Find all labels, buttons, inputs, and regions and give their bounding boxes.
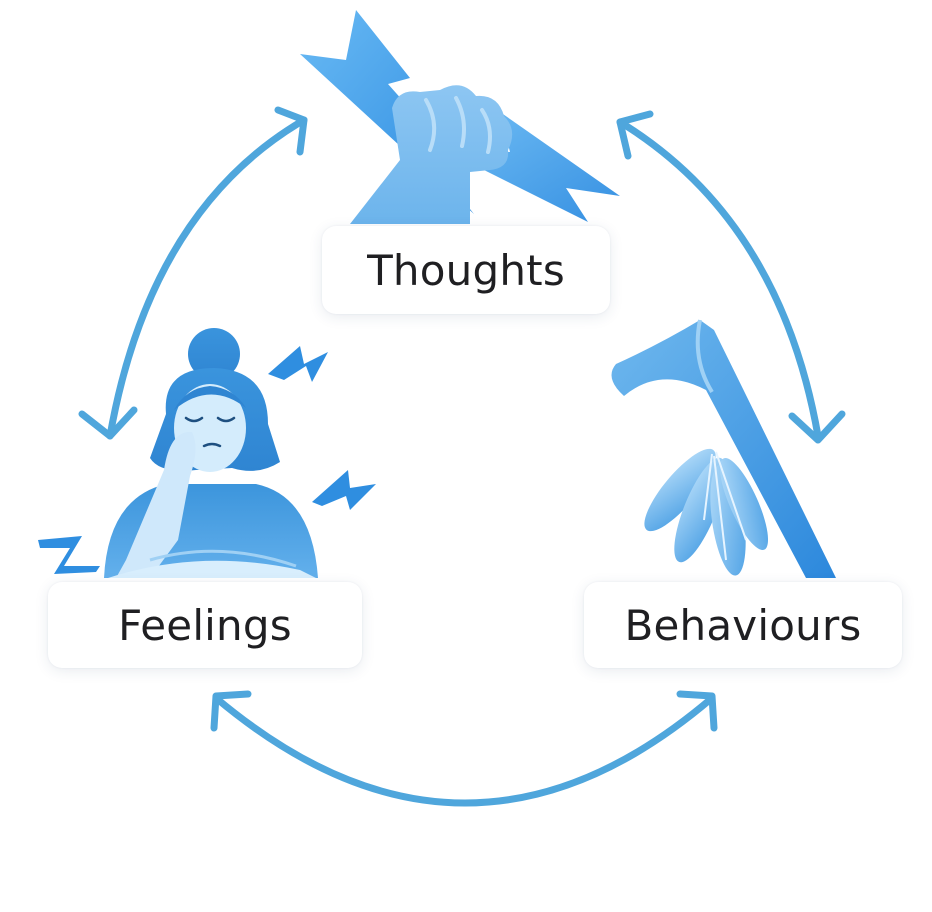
cycle-arrows [78, 106, 846, 807]
arrowhead-right-bottom [788, 410, 846, 444]
behaviours-label: Behaviours [624, 600, 862, 650]
arrow-feelings-behaviours [212, 694, 716, 807]
feelings-card: Feelings [48, 582, 362, 668]
behaviours-card: Behaviours [584, 582, 902, 668]
arrow-thoughts-behaviours [616, 118, 822, 440]
arrowhead-right-top [616, 110, 654, 160]
arrowhead-left-bottom [78, 406, 138, 440]
arrowhead-left-top [274, 106, 308, 156]
arrowhead-bottom-left [210, 690, 252, 732]
stressed-woman-icon [38, 328, 376, 578]
tomahawk-axe-icon [611, 319, 836, 578]
thoughts-card: Thoughts [322, 226, 610, 314]
thoughts-label: Thoughts [367, 245, 565, 295]
feelings-label: Feelings [118, 600, 292, 650]
fist-with-lightning-icon [300, 10, 620, 224]
arrow-thoughts-feelings [106, 116, 308, 440]
arrowhead-bottom-right [676, 690, 718, 732]
